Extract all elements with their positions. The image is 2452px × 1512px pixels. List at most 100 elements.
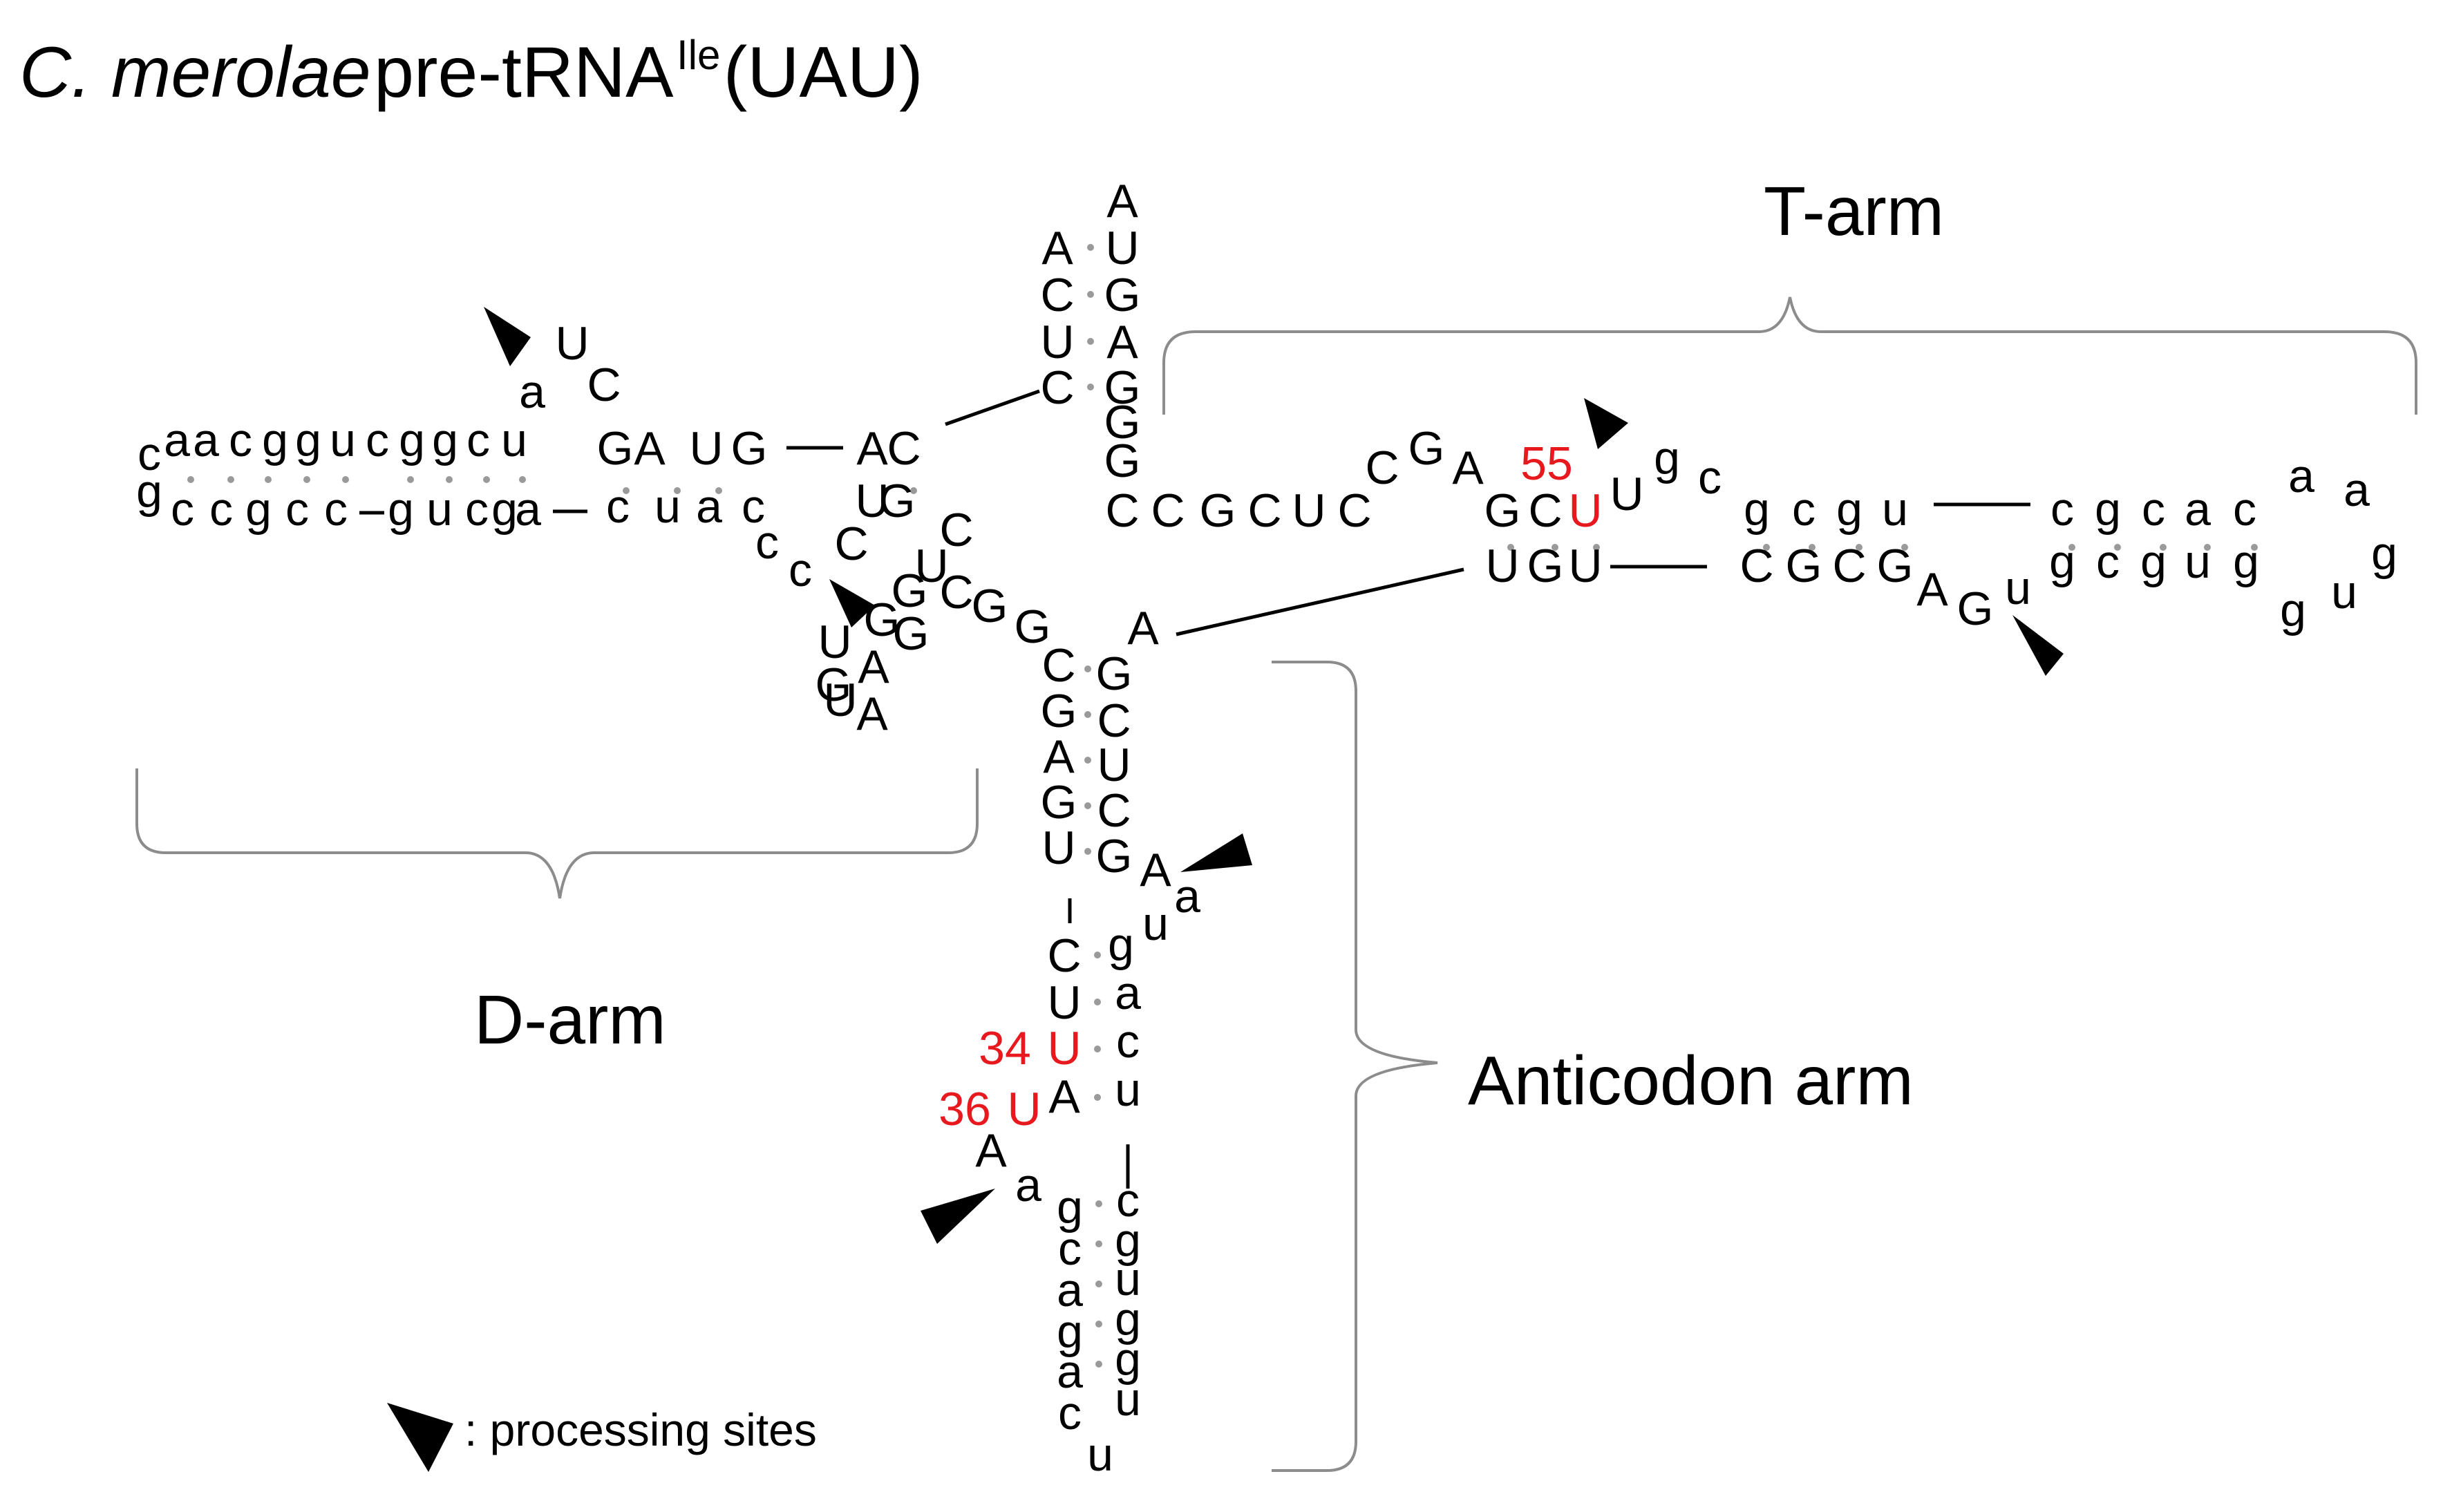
nucleotide: a bbox=[1115, 967, 1141, 1019]
nucleotide: U bbox=[1610, 468, 1643, 520]
base-pair-dots bbox=[187, 244, 2258, 1368]
d-arm-label: D-arm bbox=[474, 981, 666, 1059]
nucleotide: C bbox=[1528, 484, 1562, 537]
position-label-36: 36 bbox=[939, 1083, 991, 1135]
nucleotide: u bbox=[426, 483, 453, 536]
nucleotide: a bbox=[1015, 1159, 1041, 1211]
nucleotide: C bbox=[887, 422, 921, 475]
nucleotide: g bbox=[1836, 483, 1862, 536]
nucleotide: C bbox=[939, 504, 973, 556]
nucleotide: C bbox=[1151, 484, 1185, 537]
nucleotide: g bbox=[1654, 432, 1680, 484]
d-arm-bracket bbox=[135, 768, 979, 899]
nucleotide: A bbox=[858, 641, 889, 693]
nucleotide: c bbox=[1698, 451, 1722, 504]
anticodon-arm-bracket bbox=[1272, 661, 1438, 1472]
t-arm-bracket bbox=[1162, 296, 2417, 415]
nucleotide: u bbox=[1115, 1373, 1141, 1426]
nucleotide: c bbox=[1792, 483, 1816, 536]
nucleotide: G bbox=[972, 580, 1008, 632]
nucleotide: U bbox=[1047, 976, 1081, 1029]
nucleotide: u bbox=[2331, 566, 2357, 618]
nucleotide: c bbox=[209, 483, 233, 536]
nucleotide: c bbox=[742, 480, 765, 533]
title-prefix: pre-tRNA bbox=[374, 32, 674, 113]
processing-site-marker bbox=[484, 307, 531, 366]
nucleotide: c bbox=[606, 480, 630, 533]
nucleotide: G bbox=[1041, 685, 1077, 737]
nucleotide: c bbox=[1116, 1015, 1140, 1068]
nucleotide: G bbox=[1015, 601, 1051, 653]
nucleotide: c bbox=[324, 483, 348, 536]
nucleotide: U bbox=[1007, 1083, 1041, 1135]
nucleotide: u bbox=[654, 480, 681, 533]
nucleotide: c bbox=[755, 516, 779, 569]
nucleotide: U bbox=[1105, 222, 1139, 274]
nucleotide: A bbox=[634, 422, 666, 475]
nucleotide: U bbox=[1047, 1022, 1081, 1075]
nucleotide: c bbox=[171, 483, 194, 536]
nucleotide: u bbox=[1115, 1253, 1141, 1305]
nucleotide: a bbox=[164, 414, 190, 466]
nucleotide: u bbox=[330, 414, 356, 466]
nucleotide: A bbox=[1916, 563, 1948, 616]
nucleotide: g bbox=[1115, 1293, 1141, 1345]
nucleotide: U bbox=[1097, 739, 1131, 791]
nucleotide: g bbox=[245, 483, 272, 536]
nucleotide: C bbox=[1247, 484, 1281, 537]
nucleotide: a bbox=[2288, 450, 2314, 502]
nucleotide: U bbox=[1040, 316, 1074, 368]
nucleotide: A bbox=[856, 688, 888, 740]
nucleotide: A bbox=[1106, 316, 1138, 368]
nucleotide: a bbox=[519, 366, 545, 418]
nucleotide: g bbox=[1057, 1181, 1083, 1234]
diagram-title: C. merolae pre-tRNA Ile (UAU) bbox=[19, 32, 923, 113]
nucleotide: G bbox=[893, 607, 930, 660]
nucleotide: C bbox=[1040, 361, 1074, 414]
nucleotide: C bbox=[1105, 484, 1139, 537]
nucleotide: G bbox=[597, 422, 634, 475]
nucleotide: g bbox=[388, 483, 414, 536]
nucleotide: C bbox=[1040, 269, 1074, 321]
nucleotide: U bbox=[914, 540, 948, 592]
nucleotide: g bbox=[1115, 1333, 1141, 1386]
nucleotide: G bbox=[1096, 830, 1133, 882]
nucleotide: G bbox=[1408, 422, 1445, 475]
nucleotide: u bbox=[1882, 483, 1908, 536]
nucleotide: c bbox=[229, 414, 252, 466]
nucleotide: A bbox=[1106, 175, 1138, 227]
nucleotide: g bbox=[1744, 483, 1770, 536]
nucleotide: G bbox=[1104, 435, 1141, 487]
nucleotide: a bbox=[1057, 1264, 1083, 1316]
nucleotide: c bbox=[2096, 536, 2120, 588]
nucleotide: C bbox=[1097, 694, 1131, 747]
t-arm-label: T-arm bbox=[1764, 173, 1944, 250]
nucleotide: G bbox=[1096, 648, 1133, 700]
nucleotide: G bbox=[1104, 361, 1141, 414]
nucleotide: U bbox=[1568, 540, 1602, 592]
nucleotide: a bbox=[515, 483, 541, 536]
nucleotide: U bbox=[689, 422, 723, 475]
processing-site-marker bbox=[1180, 833, 1252, 872]
nucleotide: g bbox=[136, 465, 162, 518]
nucleotide: a bbox=[1174, 870, 1200, 923]
nucleotide: g bbox=[2371, 527, 2397, 580]
legend-text: : processing sites bbox=[464, 1404, 817, 1455]
processing-site-marker bbox=[829, 579, 875, 627]
nucleotide: g bbox=[295, 414, 321, 466]
nucleotide: c bbox=[466, 414, 490, 466]
nucleotide: u bbox=[1115, 1064, 1141, 1116]
nucleotide: C bbox=[1337, 484, 1371, 537]
nucleotide: a bbox=[696, 480, 722, 533]
nucleotide: U bbox=[1568, 484, 1602, 537]
nucleotide: G bbox=[879, 475, 916, 527]
nucleotide: G bbox=[892, 565, 928, 617]
nucleotide: g bbox=[2049, 536, 2075, 588]
nucleotide: g bbox=[399, 414, 425, 466]
nucleotide: g bbox=[1108, 918, 1134, 971]
nucleotide: G bbox=[1104, 396, 1141, 448]
nucleotide: u bbox=[2005, 562, 2031, 614]
nucleotide: C bbox=[1739, 540, 1773, 592]
title-species: C. merolae bbox=[19, 32, 371, 113]
